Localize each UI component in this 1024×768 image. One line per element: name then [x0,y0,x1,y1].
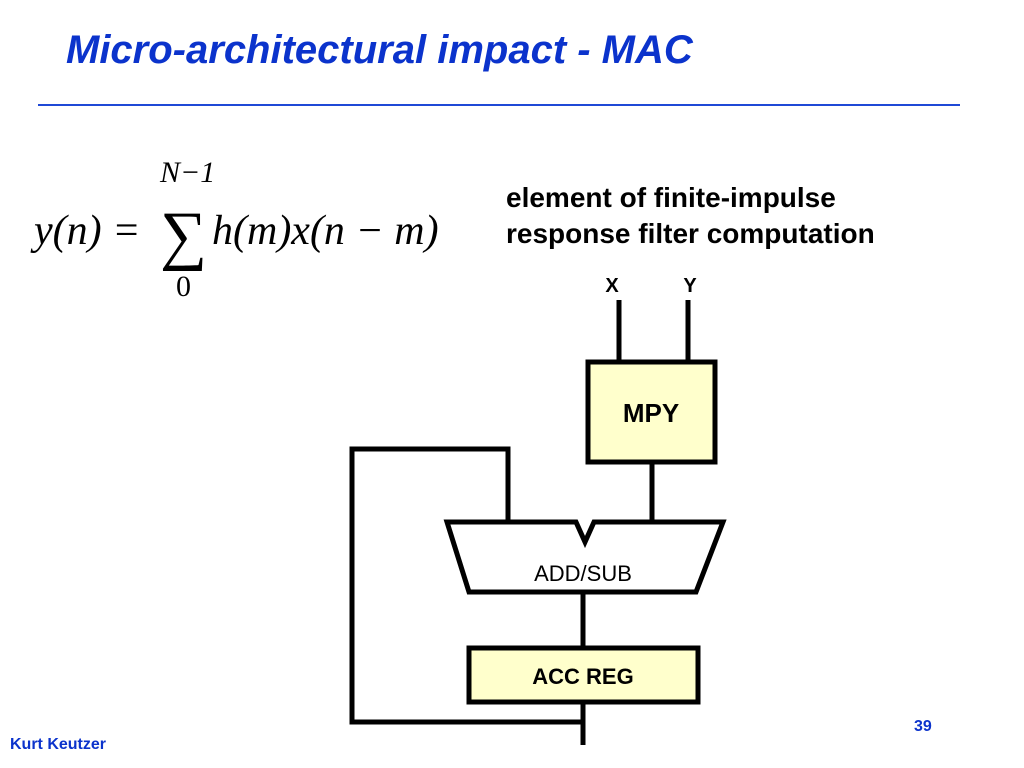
formula-description: element of finite-impulse response filte… [506,180,976,253]
acc-reg-label: ACC REG [532,664,633,689]
formula-sum-upper: N−1 [159,156,215,189]
feedback-wire [349,446,583,725]
summation-icon: ∑ [160,199,207,272]
add-sub-label: ADD/SUB [534,561,632,586]
slide-title: Micro-architectural impact - MAC [66,28,693,72]
description-line-1: element of finite-impulse [506,182,836,213]
input-x-label: X [605,275,619,297]
mpy-label: MPY [623,398,679,428]
formula-lhs: y(n) = [30,208,140,254]
formula-sum-lower: 0 [176,270,191,303]
description-line-2: response filter computation [506,218,875,250]
mpy-block [585,359,718,465]
formula-term: h(m)x(n − m) [212,208,439,254]
add-sub-block [443,519,727,595]
acc-reg-block [466,645,701,705]
author-footer: Kurt Keutzer [10,736,107,753]
page-number: 39 [914,718,932,735]
title-divider [38,104,960,106]
input-y-label: Y [683,275,697,297]
